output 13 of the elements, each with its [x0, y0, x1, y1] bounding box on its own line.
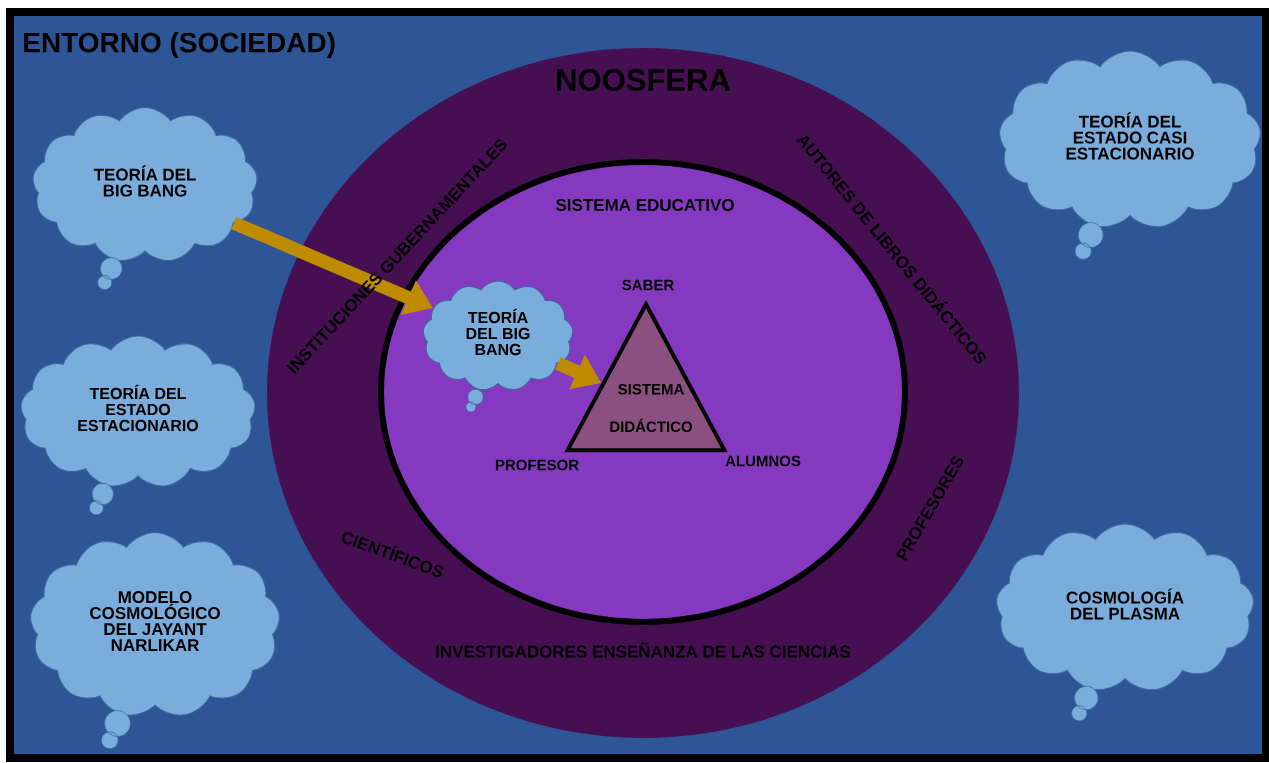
thought-cloud: TEORÍA DEL BIG BANG — [32, 106, 258, 291]
thought-cloud: TEORÍA DEL ESTADO CASI ESTACIONARIO — [999, 50, 1261, 260]
vertex-label: PROFESOR — [495, 459, 579, 471]
ellipse-title: SISTEMA EDUCATIVO — [555, 198, 734, 211]
thought-cloud: TEORÍA DEL ESTADO ESTACIONARIO — [20, 335, 256, 516]
frame-title: ENTORNO (SOCIEDAD) — [24, 31, 335, 59]
vertex-label: ALUMNOS — [725, 455, 801, 467]
thought-cloud: COSMOLOGÍA DEL PLASMA — [996, 523, 1254, 722]
thought-cloud: MODELO COSMOLÓGICO DEL JAYANT NARLIKAR — [30, 531, 280, 750]
ring-title: NOOSFERA — [557, 69, 731, 91]
thought-cloud: TEORÍA DEL BIG BANG — [422, 280, 574, 413]
ring-label: INVESTIGADORES ENSEÑANZA DE LAS CIENCIAS — [436, 642, 851, 658]
vertex-label: SABER — [622, 279, 674, 291]
